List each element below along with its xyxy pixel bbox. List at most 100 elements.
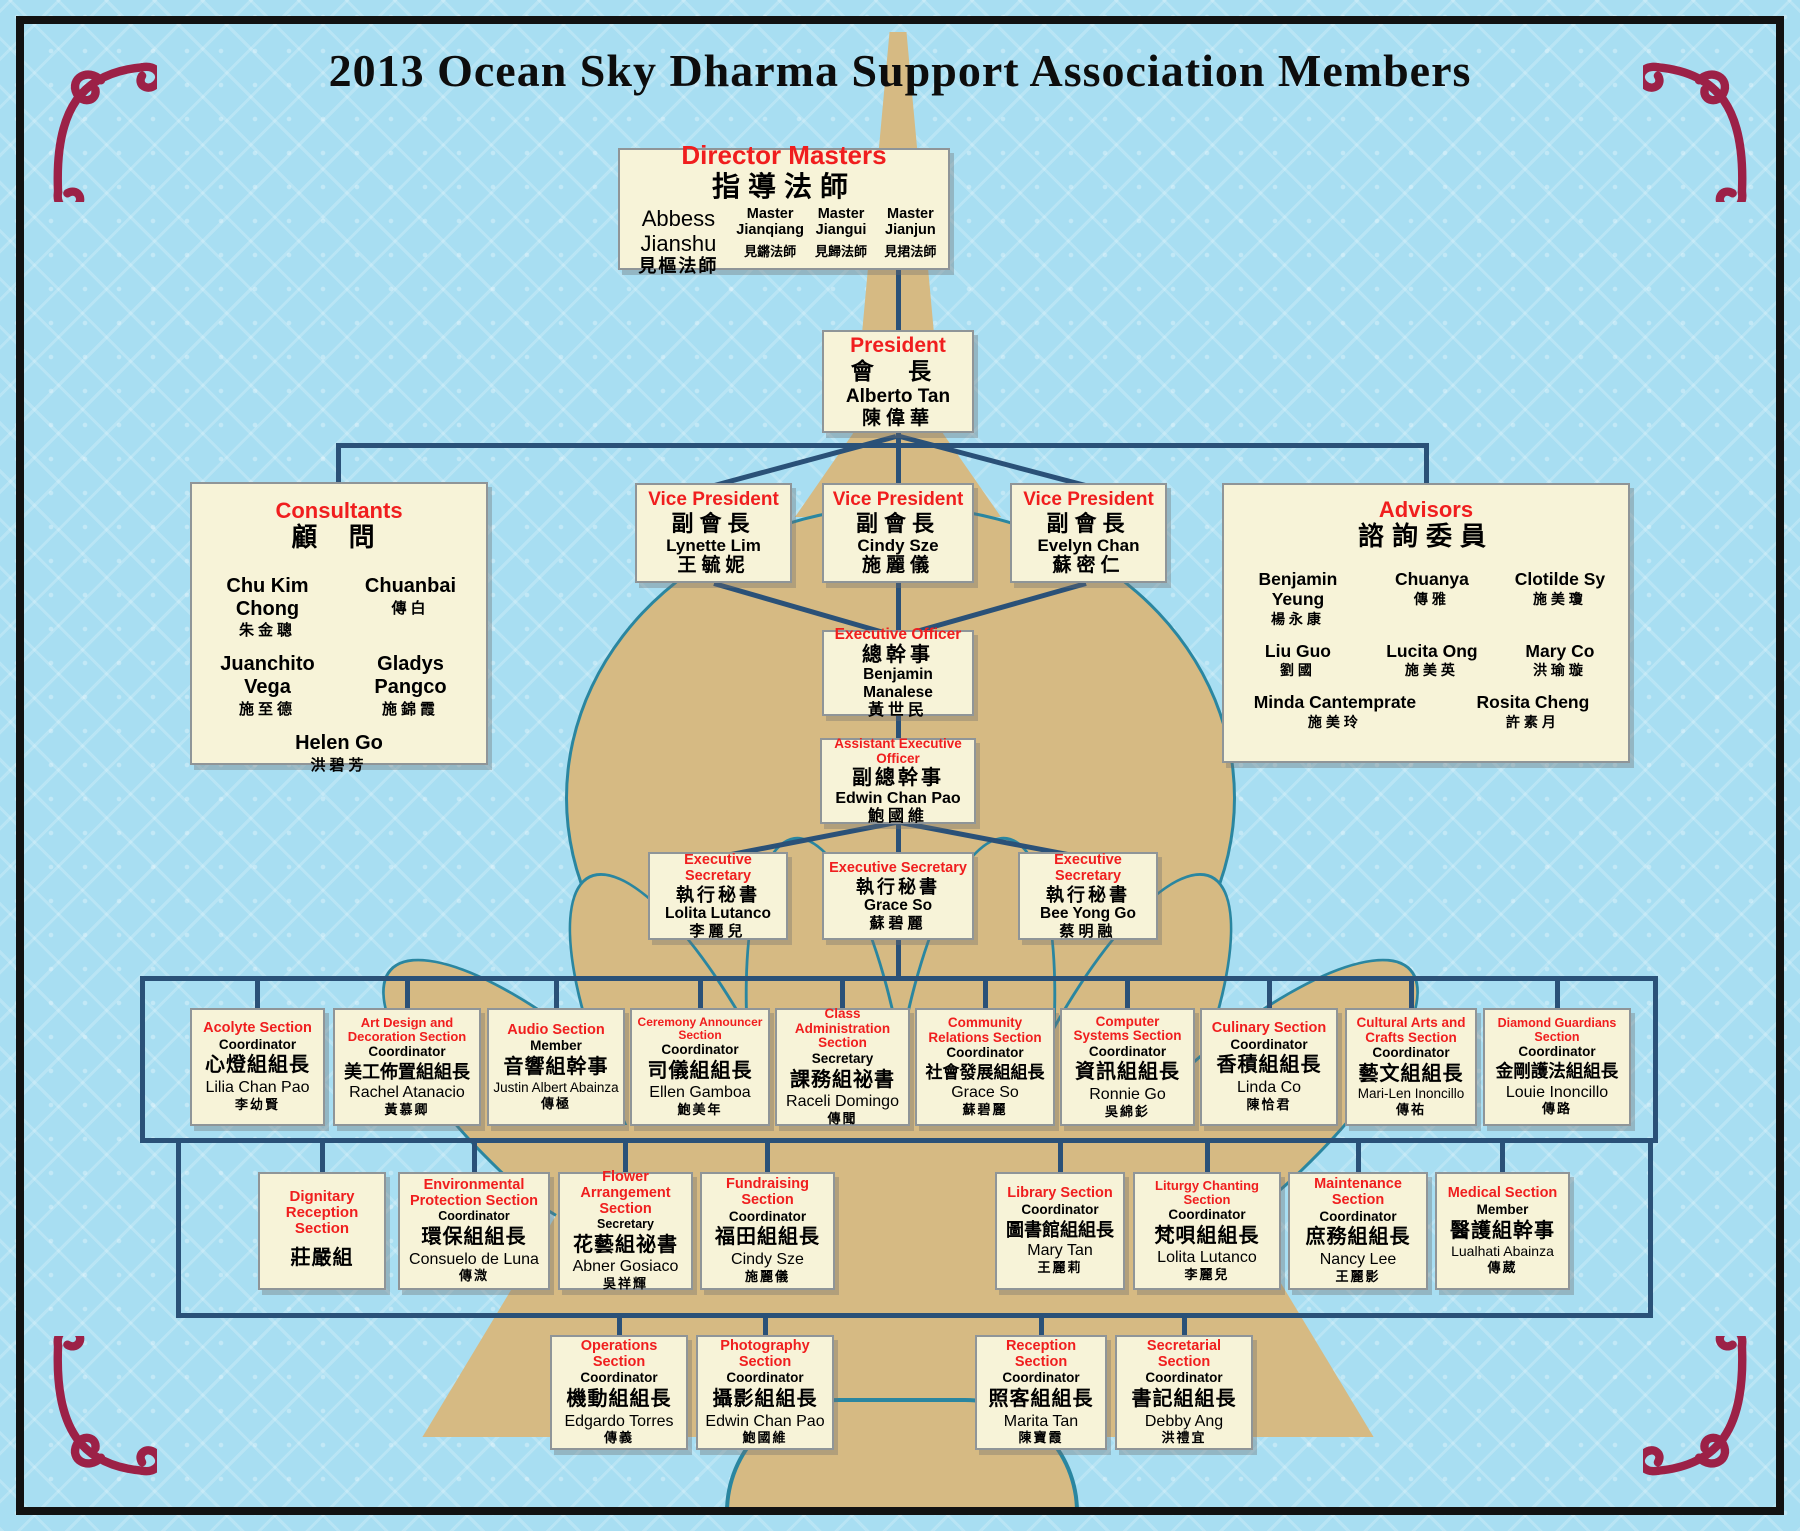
section-role: Member (530, 1038, 582, 1054)
sec-name-zh: 蔡明融 (1059, 923, 1117, 941)
member-name: Chuanya (1394, 568, 1469, 589)
director-member: Abbess Jianshu 見樞法師 (624, 206, 733, 277)
assistant-executive-officer-box: Assistant Executive Officer 副總幹事 Edwin C… (820, 736, 976, 825)
member-name: Mary Co (1525, 640, 1595, 661)
section-title-zh: 藝文組組長 (1358, 1062, 1464, 1085)
member-name: Benjamin Yeung (1258, 568, 1338, 609)
consultant-member: Juanchito Vega 施至德 (199, 653, 336, 718)
sec-name-zh: 蘇碧麗 (869, 914, 927, 932)
section-title: Acolyte Section (203, 1020, 312, 1037)
member-zh: 見鏘法師 (744, 243, 797, 259)
connector-line (765, 1141, 770, 1173)
section-title-zh: 圖書館組組長 (1006, 1219, 1114, 1240)
member-name: Clotilde Sy (1514, 568, 1606, 589)
vp-name-zh: 蘇密仁 (1052, 555, 1125, 577)
section-name: Consuelo de Luna (409, 1250, 539, 1268)
connector-line (337, 443, 1427, 448)
member-name: Minda Cantemprate (1253, 692, 1417, 713)
executive-secretary-box: Executive Secretary 執行秘書 Bee Yong Go 蔡明融 (1018, 852, 1158, 940)
section-title: Liturgy Chanting Section (1155, 1178, 1259, 1208)
section-title-zh: 課務組祕書 (790, 1068, 895, 1091)
section-name-zh: 傳義 (603, 1430, 634, 1446)
advisors-title: Advisors (1378, 497, 1474, 522)
section-title-zh: 照客組組長 (988, 1387, 1094, 1410)
consultant-member: Chu Kim Chong 朱金聰 (199, 575, 336, 640)
advisor-member: Liu Guo 劉國 (1233, 641, 1364, 680)
member-name: Rosita Cheng (1476, 692, 1590, 713)
sec-name: Lolita Lutanco (665, 905, 771, 923)
section-title: Flower Arrangement Section (580, 1169, 671, 1217)
section-box-art-design: Art Design and Decoration Section Coordi… (333, 1008, 481, 1126)
vp-name-zh: 王毓妮 (677, 555, 750, 577)
vp-name: Cindy Sze (857, 535, 939, 555)
connector-line (896, 433, 901, 485)
connector-line (698, 979, 703, 1009)
vp-title: Vice President (648, 489, 779, 511)
member-zh: 施至德 (238, 700, 296, 718)
member-zh: 施美英 (1404, 662, 1459, 679)
section-title: Reception Section (1005, 1337, 1077, 1370)
section-title: Art Design and Decoration Section (347, 1015, 467, 1045)
section-title: Secretarial Section (1146, 1337, 1222, 1370)
section-box-flower-arrangement: Flower Arrangement Section Secretary 花藝組… (558, 1169, 693, 1291)
connector-line (140, 976, 1658, 981)
section-role: Coordinator (1319, 1208, 1397, 1224)
connector-line (896, 716, 901, 738)
section-name: Marita Tan (1003, 1412, 1079, 1430)
president-title-zh: 會 長 (850, 357, 946, 384)
connector-line (1500, 1141, 1505, 1173)
aeo-name: Edwin Chan Pao (835, 789, 961, 807)
section-title: Audio Section (507, 1021, 605, 1038)
advisor-member: Rosita Cheng 許素月 (1458, 692, 1608, 731)
section-name: Louie Inoncillo (1505, 1083, 1609, 1101)
section-name-zh: 黃慕卿 (384, 1101, 430, 1117)
member-role: Master (817, 205, 865, 222)
executive-secretary-box: Executive Secretary 執行秘書 Grace So 蘇碧麗 (822, 852, 974, 940)
connector-line (336, 443, 341, 483)
section-title: Cultural Arts and Crafts Section (1356, 1014, 1466, 1045)
section-title: Culinary Section (1211, 1020, 1327, 1037)
president-name-zh: 陳偉華 (861, 407, 934, 429)
connector-line (1555, 979, 1560, 1009)
member-name: Chu Kim Chong (226, 574, 309, 620)
section-name-zh: 李幼賢 (234, 1096, 280, 1112)
section-name-zh: 吳祥輝 (602, 1275, 648, 1291)
section-name: Edgardo Torres (564, 1412, 674, 1430)
member-role: Master (746, 205, 794, 222)
connector-line (896, 583, 901, 631)
vp-name-zh: 施麗儀 (861, 555, 934, 577)
section-name-zh: 鮑國維 (742, 1430, 788, 1446)
director-masters-title: Director Masters (681, 140, 887, 171)
member-role: Master (887, 205, 934, 222)
section-name: Rachel Atanacio (349, 1084, 465, 1102)
connector-line (1125, 979, 1130, 1009)
member-zh: 朱金聰 (238, 622, 296, 640)
eo-name-zh: 黃世民 (867, 701, 928, 719)
member-zh: 劉國 (1279, 662, 1316, 679)
section-role: Coordinator (580, 1370, 658, 1386)
member-zh: 施錦霞 (381, 700, 439, 718)
vice-president-box: Vice President 副會長 Lynette Lim 王毓妮 (635, 483, 792, 583)
section-role: Member (1476, 1202, 1529, 1218)
member-zh: 施美玲 (1307, 714, 1362, 731)
section-title-zh: 金剛護法組組長 (1495, 1060, 1619, 1081)
section-box-operations: Operations Section Coordinator 機動組組長 Edg… (550, 1335, 688, 1450)
member-zh: 見捃法師 (884, 243, 937, 259)
member-zh: 洪瑜璇 (1532, 662, 1587, 679)
sec-title-zh: 執行秘書 (676, 884, 760, 905)
connector-line (983, 979, 988, 1009)
vp-title: Vice President (1023, 489, 1154, 511)
section-box-fundraising: Fundraising Section Coordinator 福田組組長 Ci… (700, 1172, 835, 1290)
connector-line (255, 979, 260, 1009)
section-role: Secretary (811, 1051, 874, 1067)
aeo-title: Assistant Executive Officer (834, 736, 962, 767)
section-title: Environmental Protection Section (409, 1177, 539, 1209)
connector-line (1205, 1141, 1210, 1173)
section-name: Mary Tan (1027, 1242, 1093, 1260)
section-role: Coordinator (1518, 1044, 1596, 1060)
page-title: 2013 Ocean Sky Dharma Support Associatio… (328, 45, 1472, 96)
section-name: Ellen Gamboa (649, 1084, 751, 1102)
sec-title: Executive Secretary (1054, 851, 1122, 885)
section-name-zh: 吳綿釤 (1104, 1103, 1150, 1119)
